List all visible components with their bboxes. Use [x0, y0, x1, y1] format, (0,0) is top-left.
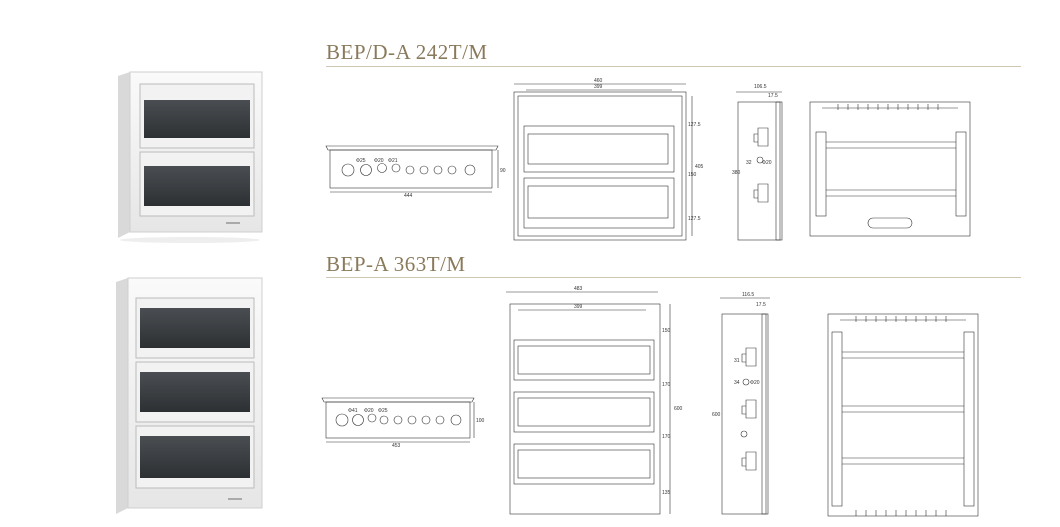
model-title-2: BEP-A 363T/M: [326, 252, 466, 276]
front-row-label-1b: 150: [688, 172, 697, 178]
internal-view-diagram-2: [827, 313, 979, 517]
front-view-diagram-1: 460 399 405 127.5 150 127.5: [513, 78, 704, 241]
knockout-label-2b: Φ20: [364, 408, 374, 414]
bottom-width-label-2: 453: [392, 443, 401, 449]
knockout-label-1c: Φ21: [388, 158, 398, 164]
front-width-label-2: 483: [574, 286, 583, 292]
side-depth2-label-1: 17.5: [768, 93, 778, 99]
bottom-height-label-2: 100: [476, 418, 485, 424]
front-width-label-1: 460: [594, 78, 603, 84]
side-view-diagram-2: 116.5 17.5 600 31 Φ20 34: [712, 292, 770, 515]
side-s1-label-1: 32: [746, 160, 752, 166]
side-s1-label-2: 31: [734, 358, 740, 364]
side-s2-label-1: Φ20: [762, 160, 772, 166]
side-view-diagram-1: 106.5 17.5 380 32 Φ20: [732, 84, 783, 241]
side-depth-label-1: 106.5: [754, 84, 767, 90]
bottom-view-diagram-2: 453 100 Φ41 Φ20 Φ25: [321, 397, 485, 449]
knockout-label-2a: Φ41: [348, 408, 358, 414]
internal-view-diagram-1: [809, 101, 971, 237]
side-depth-label-2: 116.5: [742, 292, 754, 298]
front-row-label-2b: 170: [662, 382, 671, 388]
side-s2-label-2: Φ20: [750, 380, 760, 386]
front-row-label-1a: 127.5: [688, 122, 701, 128]
front-height-label-2: 600: [674, 406, 683, 412]
front-row-label-2c: 170: [662, 434, 671, 440]
side-s3-label-2: 34: [734, 380, 740, 386]
model-title-1: BEP/D-A 242T/M: [326, 40, 488, 64]
side-height-label-1: 380: [732, 170, 741, 176]
front-inner-label-1: 399: [594, 84, 603, 90]
front-row-label-2d: 135: [662, 490, 671, 496]
knockout-label-2c: Φ25: [378, 408, 388, 414]
side-depth2-label-2: 17.5: [756, 302, 766, 308]
bottom-height-label-1: 90: [500, 168, 506, 174]
product-photo-1: [118, 71, 263, 243]
bottom-view-diagram-1: 444 90 Φ25 Φ20 Φ21: [325, 145, 506, 199]
front-inner-label-2: 399: [574, 304, 583, 310]
product-photo-2: [116, 277, 263, 514]
front-height-label-1: 405: [695, 164, 704, 170]
front-row-label-1c: 127.5: [688, 216, 701, 222]
front-row-label-2a: 150: [662, 328, 671, 334]
bottom-width-label-1: 444: [404, 193, 413, 199]
title-rule-2: [326, 277, 1021, 278]
front-view-diagram-2: 483 399 600 150 170 170 135: [506, 286, 683, 515]
knockout-label-1a: Φ25: [356, 158, 366, 164]
title-rule-1: [326, 66, 1021, 67]
side-height-label-2: 600: [712, 412, 721, 418]
knockout-label-1b: Φ20: [374, 158, 384, 164]
